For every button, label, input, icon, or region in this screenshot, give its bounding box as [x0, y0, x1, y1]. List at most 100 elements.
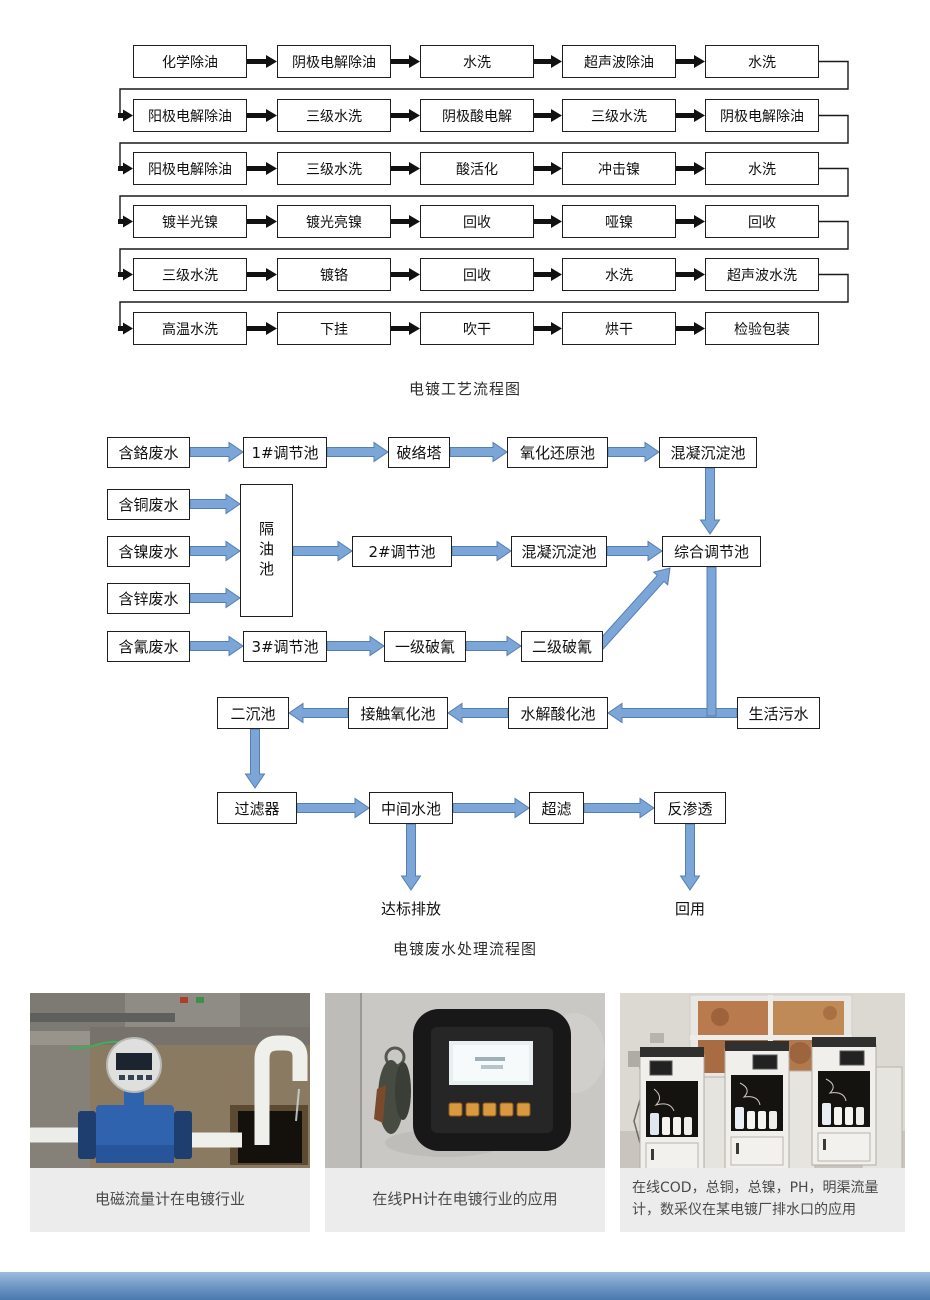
photo-caption-monitoring-station: 在线COD，总铜，总镍，PH，明渠流量计，数采仪在某电镀厂排水口的应用	[620, 1168, 905, 1232]
process-step: 镀铬	[277, 258, 391, 291]
node-nickel-wastewater: 含镍废水	[107, 536, 190, 567]
process-step: 三级水洗	[133, 258, 247, 291]
flow-arrow	[534, 268, 562, 281]
process-step: 吹干	[420, 312, 534, 345]
process-step: 下挂	[277, 312, 391, 345]
process-step: 检验包装	[705, 312, 819, 345]
flow-arrow	[244, 728, 266, 789]
process-step: 镀光亮镍	[277, 205, 391, 238]
flow-arrow	[534, 109, 562, 122]
node-domestic-sewage: 生活污水	[737, 697, 820, 729]
flow-arrow	[607, 441, 660, 463]
process-step: 哑镍	[562, 205, 676, 238]
flow-arrow	[400, 823, 422, 891]
process-step: 回收	[420, 258, 534, 291]
flow-arrow	[534, 322, 562, 335]
node-adjust-tank-1: 1#调节池	[243, 437, 327, 468]
node-adjust-tank-2: 2#调节池	[352, 536, 452, 567]
process-step: 高温水洗	[133, 312, 247, 345]
flow-arrow	[391, 268, 420, 281]
node-adjust-tank-3: 3#调节池	[243, 631, 327, 662]
process-step: 超声波除油	[562, 45, 676, 78]
photo-flow-meter-illustration	[30, 993, 310, 1168]
node-cyanide-break-1: 一级破氰	[384, 631, 466, 662]
photo-caption-ph-meter: 在线PH计在电镀行业的应用	[325, 1168, 605, 1232]
label-discharge: 达标排放	[380, 900, 441, 918]
flow-arrow	[118, 109, 133, 122]
flow-arrow	[676, 215, 705, 228]
flow-arrow	[583, 797, 655, 819]
photo-ph-meter-illustration	[325, 993, 605, 1168]
flow-arrow	[452, 797, 530, 819]
flow-arrow	[447, 702, 509, 724]
flow-arrow	[391, 322, 420, 335]
node-copper-wastewater: 含铜废水	[107, 489, 190, 520]
node-middle-tank: 中间水池	[369, 792, 453, 824]
flow-arrow	[189, 540, 241, 562]
flow-arrow	[676, 109, 705, 122]
flow-arrow	[451, 540, 512, 562]
flow-arrow	[676, 55, 705, 68]
process-step: 阳极电解除油	[133, 152, 247, 185]
flow-arrow	[247, 322, 277, 335]
photo-caption-flow-meter: 电磁流量计在电镀行业	[30, 1168, 310, 1232]
flow-arrow	[247, 109, 277, 122]
node-filter: 过滤器	[217, 792, 297, 824]
flow-arrow	[326, 635, 385, 657]
flow-arrow	[118, 322, 133, 335]
process-step: 烘干	[562, 312, 676, 345]
process-step: 回收	[705, 205, 819, 238]
process-step: 化学除油	[133, 45, 247, 78]
flow-arrow	[534, 215, 562, 228]
wastewater-flowchart-title: 电镀废水处理流程图	[392, 940, 537, 958]
process-step: 三级水洗	[277, 99, 391, 132]
node-coagulation-tank-2: 混凝沉淀池	[511, 536, 607, 567]
process-step: 水洗	[705, 45, 819, 78]
flow-arrow	[118, 268, 133, 281]
node-hydrolysis-acidification: 水解酸化池	[508, 697, 608, 729]
flow-arrow	[534, 55, 562, 68]
flow-arrow	[391, 215, 420, 228]
flow-arrow	[247, 55, 277, 68]
process-step: 冲击镍	[562, 152, 676, 185]
process-step: 三级水洗	[277, 152, 391, 185]
flow-arrow	[391, 109, 420, 122]
process-step: 阴极电解除油	[705, 99, 819, 132]
label-reuse: 回用	[674, 900, 705, 918]
node-redox-tank: 氧化还原池	[507, 437, 608, 468]
flow-arrow	[292, 540, 353, 562]
flow-arrow	[247, 268, 277, 281]
node-comprehensive-adjust-tank: 综合调节池	[662, 536, 761, 567]
flow-arrow	[606, 540, 663, 562]
flow-arrow	[296, 797, 370, 819]
node-ultrafiltration: 超滤	[529, 792, 584, 824]
photo-card-flow-meter: 电磁流量计在电镀行业	[30, 993, 310, 1232]
node-oil-separator: 隔油池	[240, 484, 293, 617]
node-contact-oxidation: 接触氧化池	[348, 697, 448, 729]
process-step: 三级水洗	[562, 99, 676, 132]
photo-card-ph-meter: 在线PH计在电镀行业的应用	[325, 993, 605, 1232]
flow-arrow	[189, 441, 244, 463]
flow-arrow	[676, 268, 705, 281]
node-coagulation-tank-1: 混凝沉淀池	[659, 437, 757, 468]
flow-arrow	[189, 493, 241, 515]
photo-monitoring-station-illustration	[620, 993, 905, 1168]
flow-arrow	[699, 467, 721, 535]
flow-arrow	[676, 322, 705, 335]
process-step: 阳极电解除油	[133, 99, 247, 132]
process-step: 镀半光镍	[133, 205, 247, 238]
flow-arrow	[465, 635, 522, 657]
process-step: 超声波水洗	[705, 258, 819, 291]
flow-arrow	[118, 215, 133, 228]
flow-arrow	[391, 55, 420, 68]
flow-arrow	[706, 566, 717, 717]
flow-arrow	[189, 587, 241, 609]
flow-arrow	[391, 162, 420, 175]
flow-arrow	[288, 702, 349, 724]
flow-arrow	[449, 441, 508, 463]
photo-card-monitoring-station: 在线COD，总铜，总镍，PH，明渠流量计，数采仪在某电镀厂排水口的应用	[620, 993, 905, 1232]
flow-arrow	[607, 702, 738, 724]
process-step: 水洗	[420, 45, 534, 78]
node-cyanide-wastewater: 含氰废水	[107, 631, 190, 662]
